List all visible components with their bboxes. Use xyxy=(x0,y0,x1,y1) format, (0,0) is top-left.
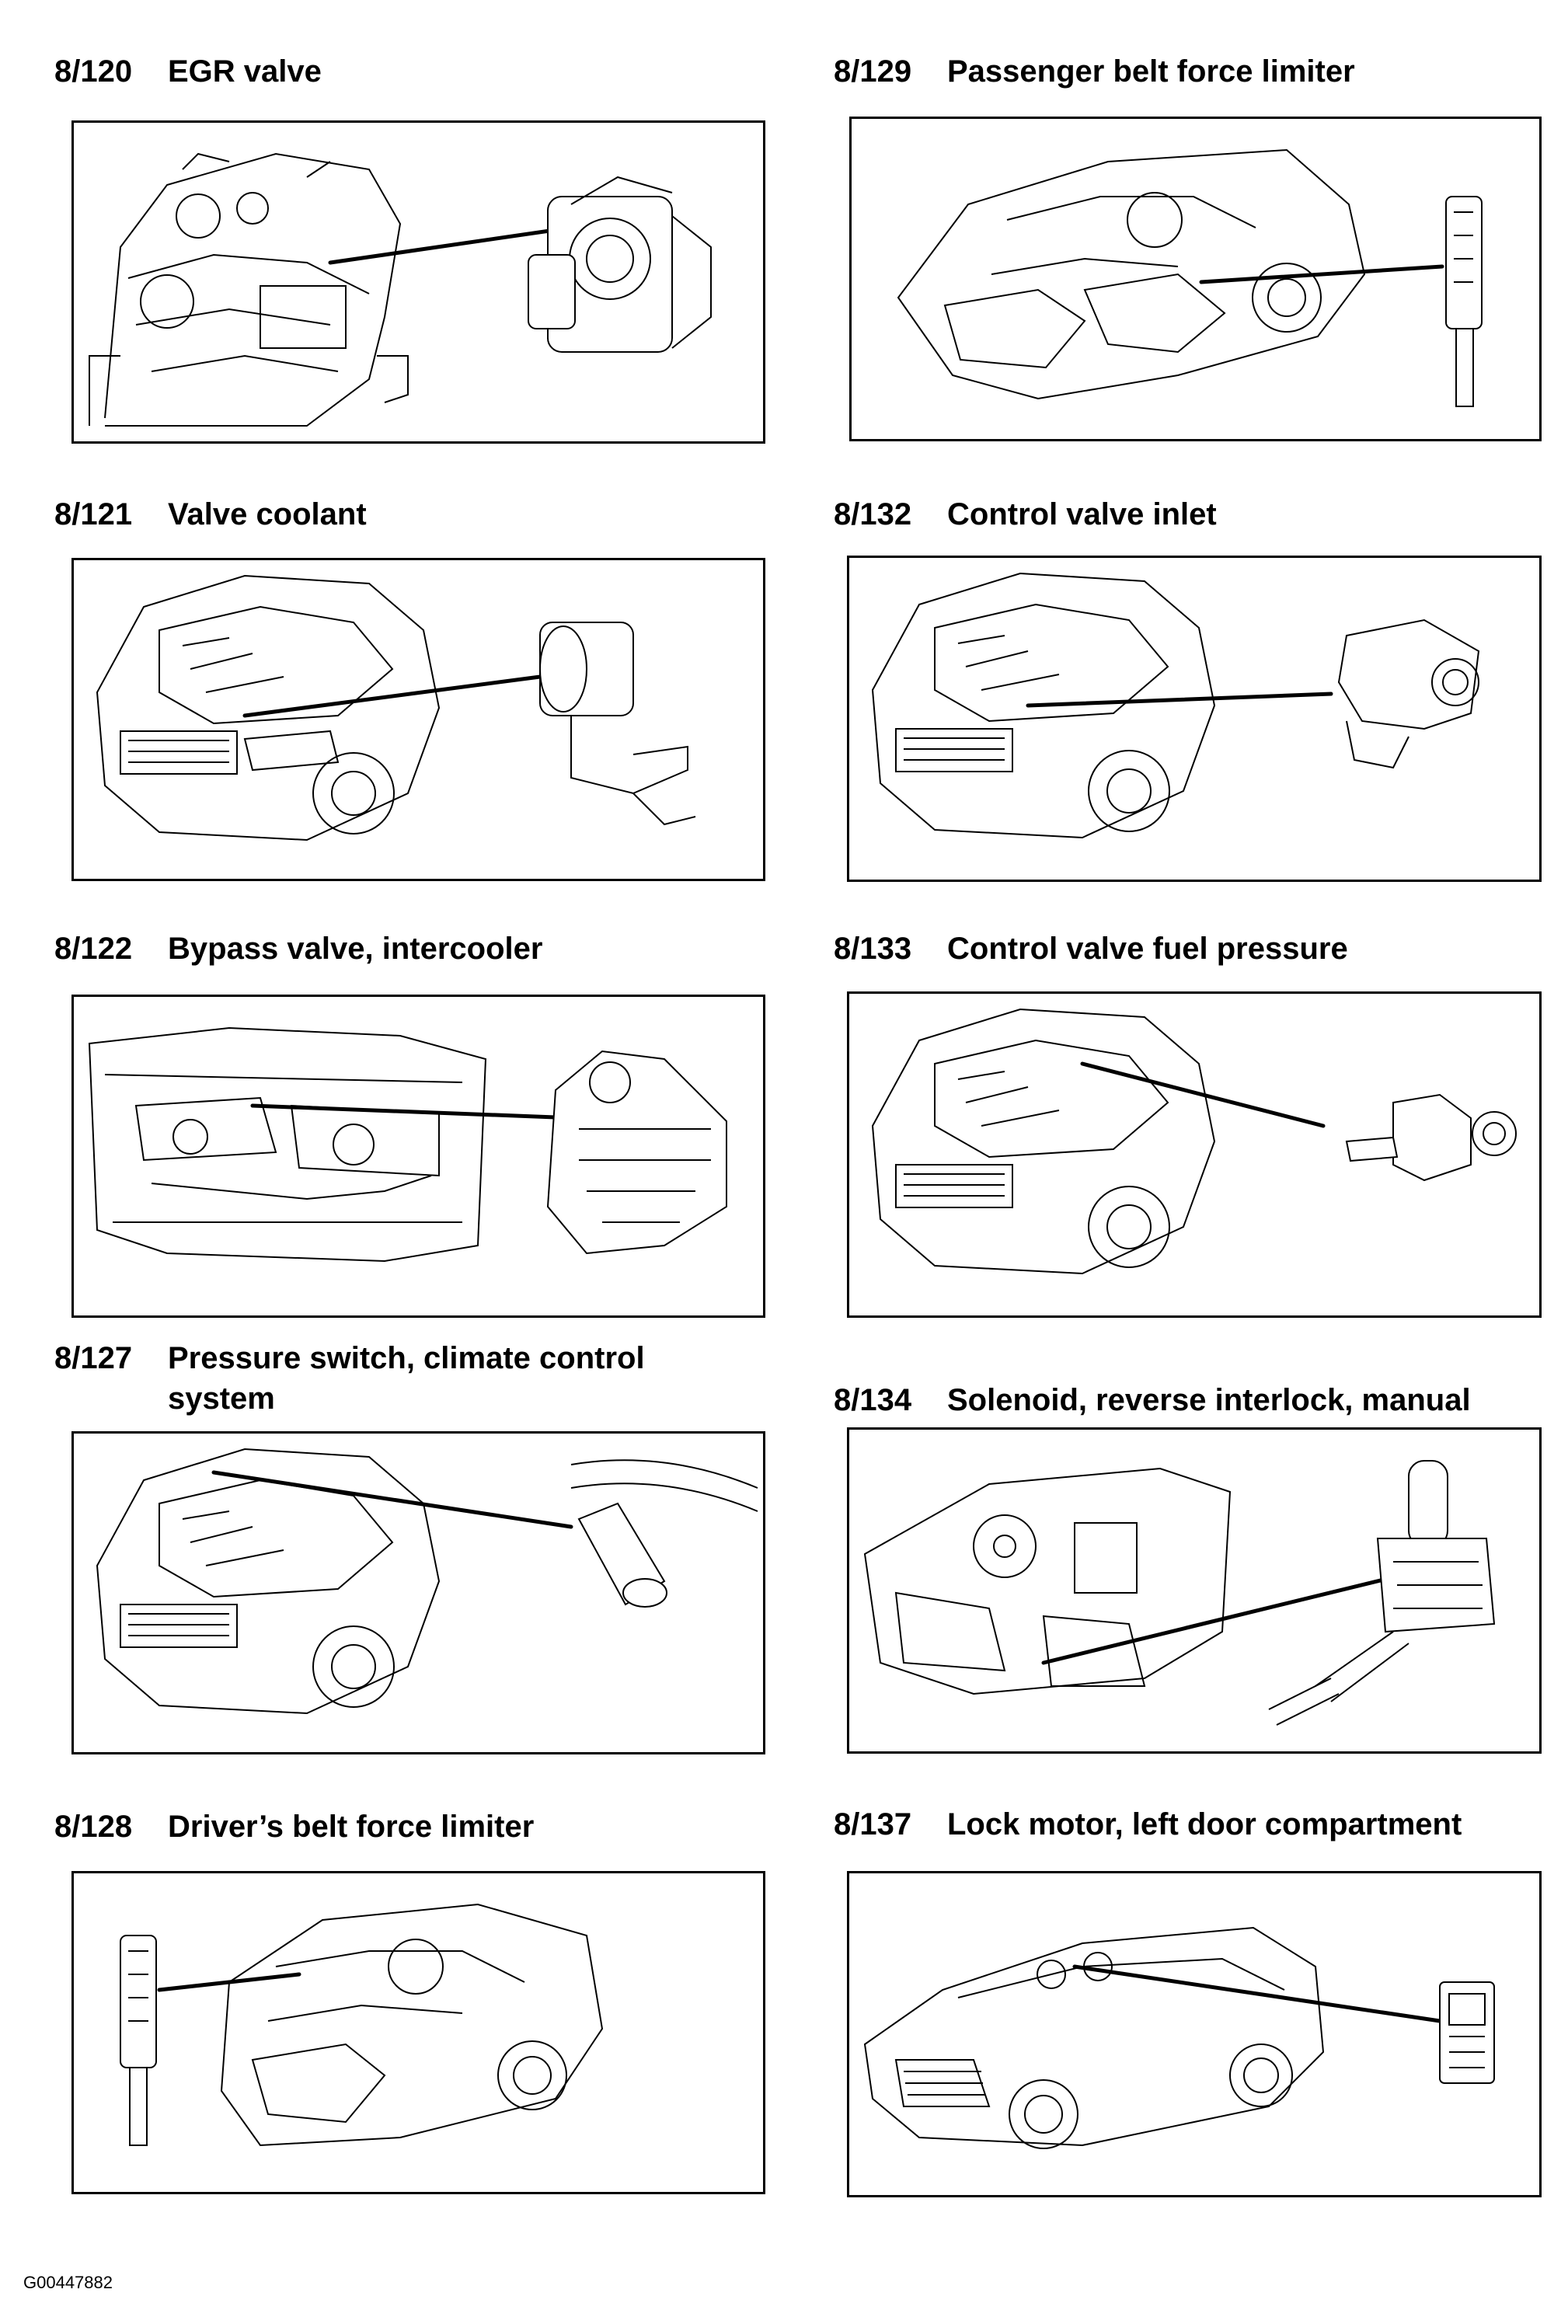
car-engine-bay-drawing xyxy=(96,574,696,841)
illustration-lock-motor-left-door xyxy=(847,1871,1542,2197)
car-engine-bay-drawing xyxy=(871,1008,1517,1275)
illustration-drivers-belt-force-limiter xyxy=(71,1871,765,2194)
engine-drawing xyxy=(89,152,712,427)
illustration-control-valve-inlet xyxy=(847,556,1542,882)
illustration-egr-valve xyxy=(71,120,765,444)
car-interior-drawing xyxy=(120,1903,604,2147)
illustration-passenger-belt-force-limiter xyxy=(849,117,1542,441)
illustration-control-valve-fuel-pressure xyxy=(847,991,1542,1318)
illustration-pressure-switch-climate-control xyxy=(71,1431,765,1754)
image-id-label: G00447882 xyxy=(23,2273,113,2292)
car-engine-bay-drawing xyxy=(96,1448,758,1715)
convertible-car-drawing xyxy=(863,1926,1495,2149)
car-interior-drawing xyxy=(897,148,1483,407)
car-engine-bay-drawing xyxy=(871,572,1480,839)
illustration-valve-coolant xyxy=(71,558,765,881)
illustration-solenoid-reverse-interlock xyxy=(847,1427,1542,1754)
illustration-bypass-valve-intercooler xyxy=(71,995,765,1318)
car-interior-gearshift-drawing xyxy=(863,1460,1496,1726)
engine-compartment-drawing xyxy=(88,1026,727,1263)
